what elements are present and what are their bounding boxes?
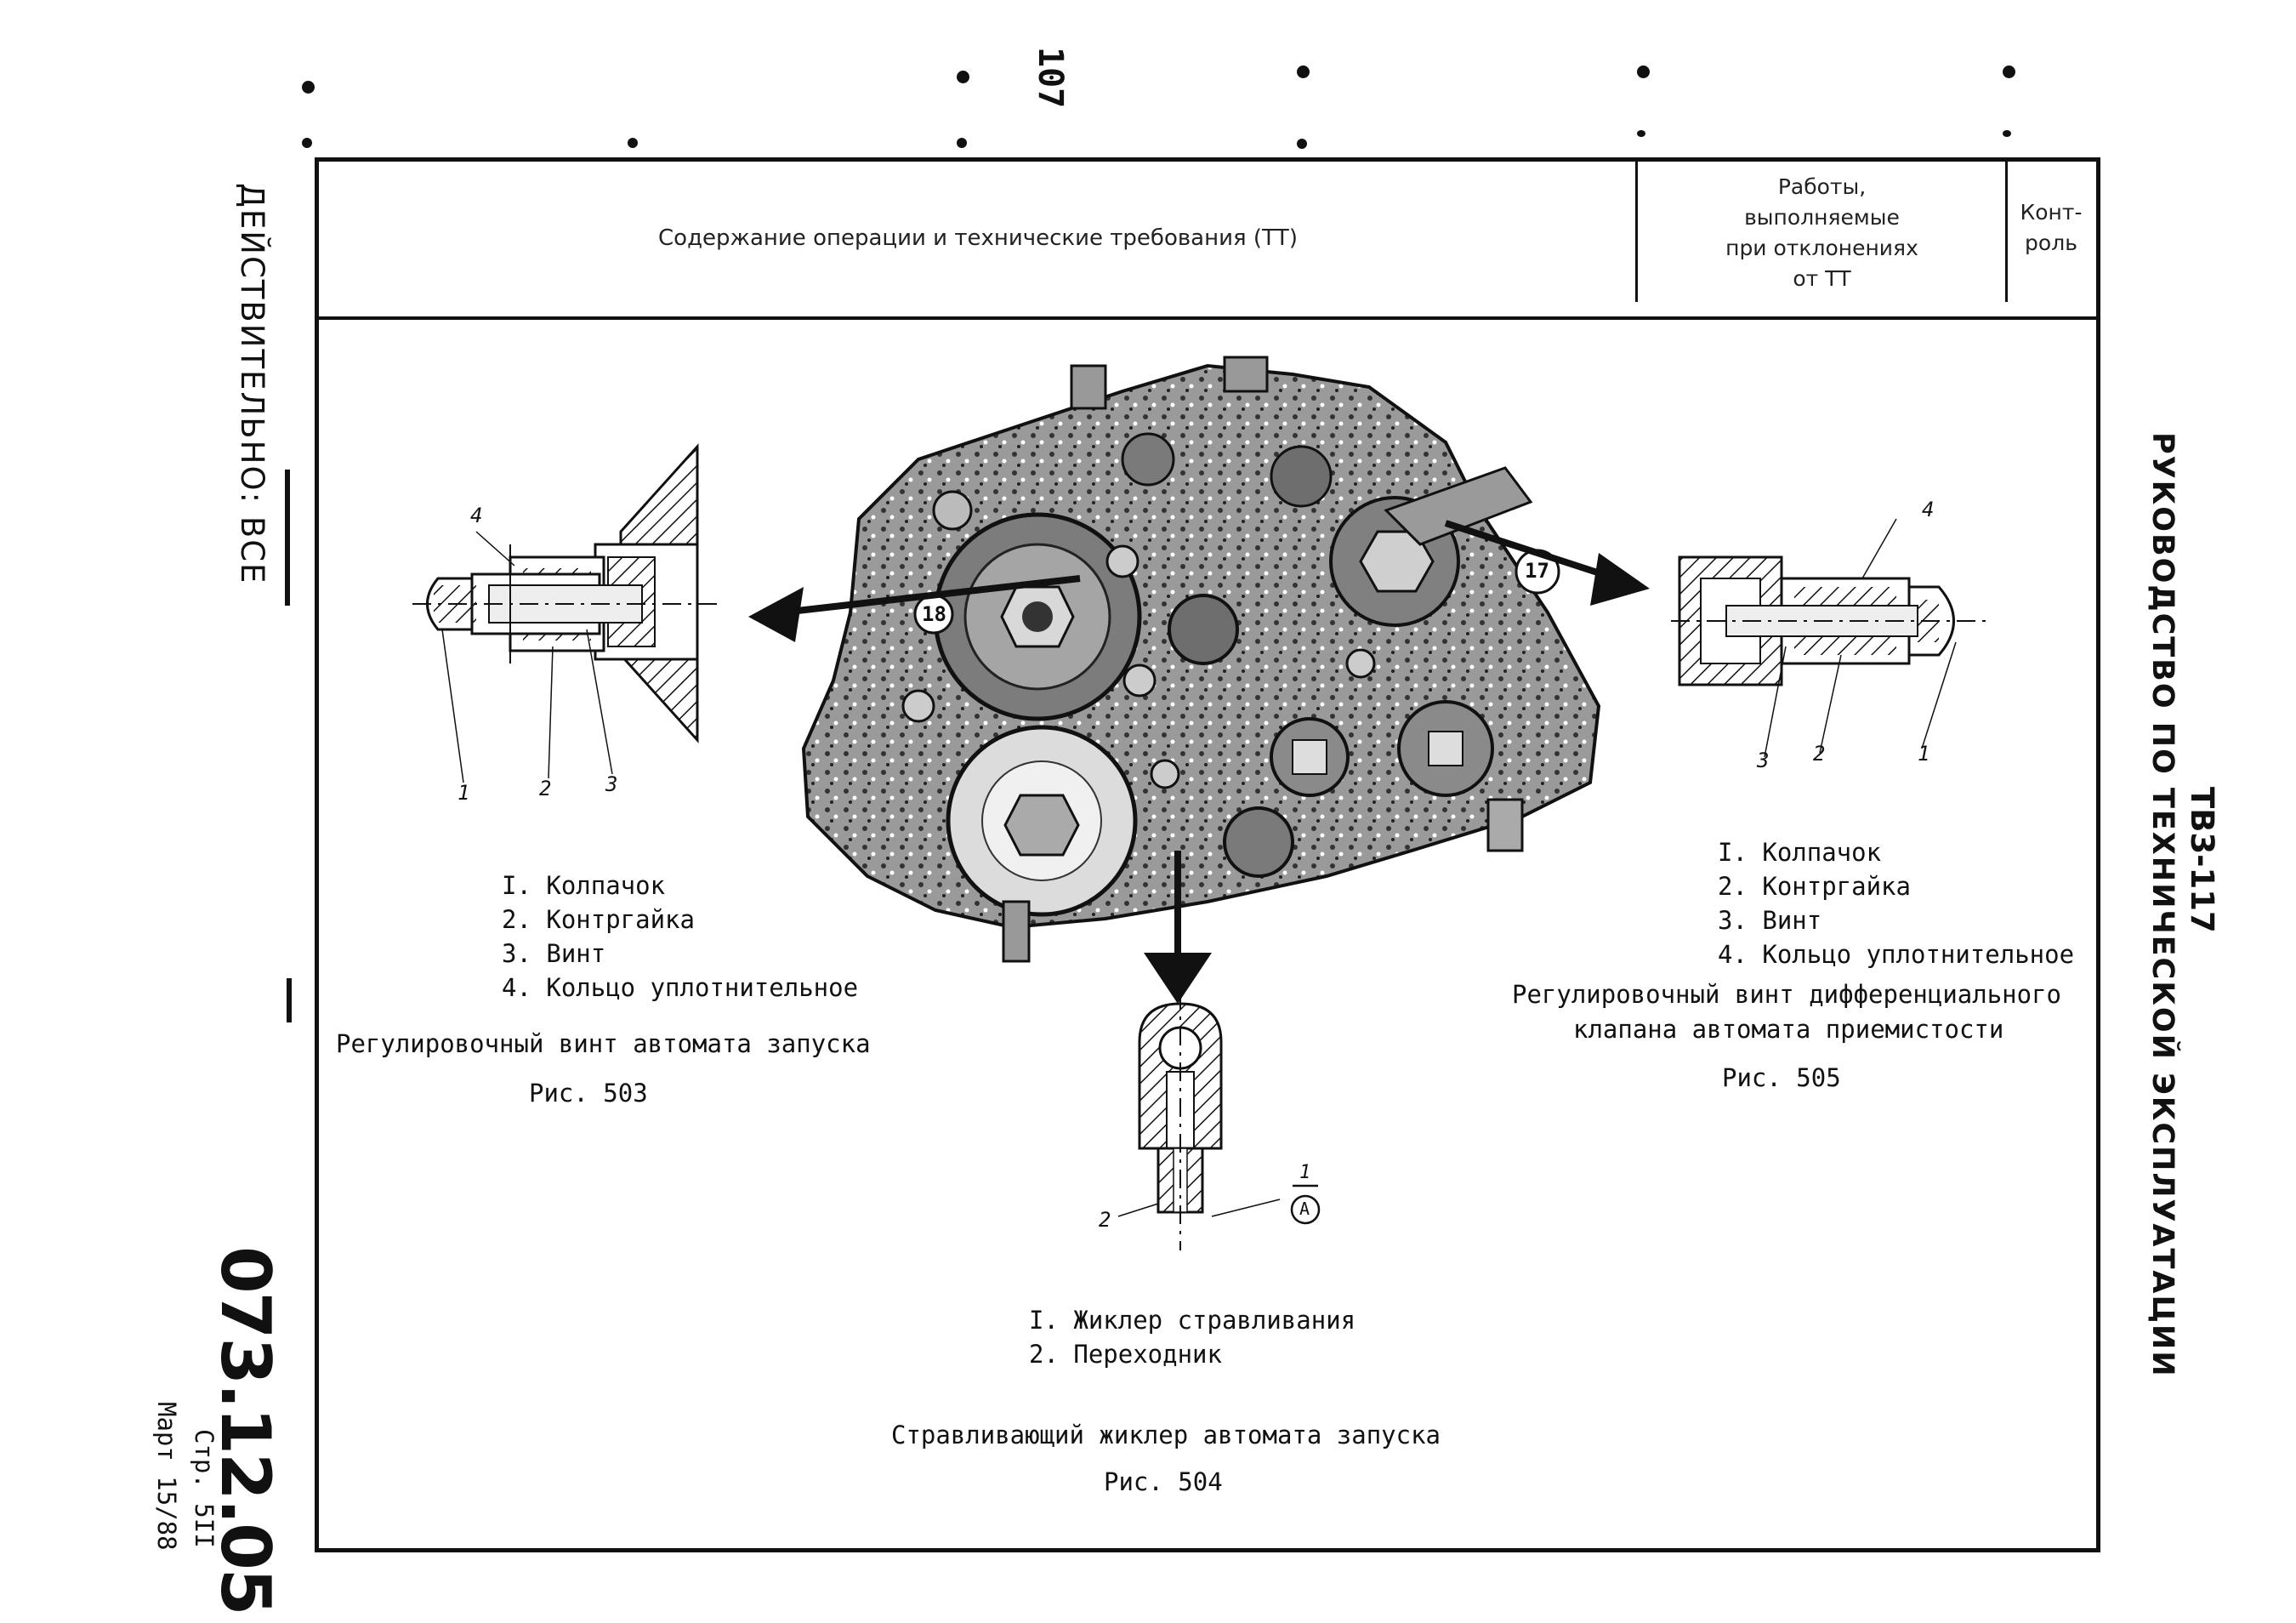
- unit-mark: 17: [1525, 559, 1549, 583]
- fig505-legend-item: 3. Винт: [1718, 906, 1822, 935]
- punch-hole: [1637, 65, 1650, 78]
- fig504-callout-a: A: [1299, 1199, 1310, 1219]
- header-works-line: Работы,: [1777, 174, 1867, 199]
- fig503-callout: 4: [470, 504, 483, 527]
- margin-bar: [285, 470, 290, 606]
- punch-hole: [957, 138, 967, 148]
- fig503-drawing: [412, 443, 723, 783]
- fig505-label: Рис. 505: [1722, 1063, 1841, 1092]
- fuel-control-unit-photo: [801, 356, 1601, 963]
- fig504-drawing: [1117, 991, 1321, 1250]
- header-col-divider: [2005, 157, 2008, 302]
- fig504-label: Рис. 504: [1104, 1467, 1223, 1496]
- fig505-legend-item: I. Колпачок: [1718, 838, 1882, 867]
- header-works-line: от ТТ: [1793, 266, 1851, 291]
- unit-mark: 18: [922, 602, 946, 626]
- fig504-callout: 1: [1299, 1162, 1311, 1183]
- punch-hole: [628, 138, 638, 148]
- fig503-legend-item: 3. Винт: [502, 939, 606, 968]
- fig505-legend-item: 4. Кольцо уплотнительное: [1718, 940, 2075, 969]
- header-divider: [315, 316, 2100, 320]
- page-frame: [315, 157, 2100, 1552]
- fig505-callout: 1: [1918, 742, 1930, 766]
- fig505-callout: 2: [1813, 742, 1826, 766]
- punch-hole: [2003, 130, 2011, 137]
- punch-hole: [957, 71, 969, 83]
- fig504-title: Стравливающий жиклер автомата запуска: [891, 1421, 1441, 1449]
- fig504-callout: 2: [1099, 1208, 1111, 1232]
- header-content-column: Содержание операции и технические требов…: [658, 225, 1298, 251]
- fig505-callout: 3: [1757, 749, 1770, 772]
- fig503-legend-item: 4. Кольцо уплотнительное: [502, 973, 859, 1002]
- header-works-column: Работы, выполняемые при отклонениях от Т…: [1641, 172, 2003, 294]
- fig504-legend-item: I. Жиклер стравливания: [1029, 1306, 1356, 1335]
- header-works-line: при отклонениях: [1725, 236, 1918, 260]
- fig505-legend-item: 2. Контргайка: [1718, 872, 1911, 901]
- fig505-drawing: [1671, 518, 1990, 758]
- punch-hole: [302, 138, 312, 148]
- fig505-callout: 4: [1922, 498, 1935, 521]
- fig503-callout: 2: [539, 777, 552, 800]
- header-control-line: Конт-: [2020, 200, 2083, 225]
- header-col-divider: [1635, 157, 1638, 302]
- punch-hole: [1637, 130, 1645, 137]
- fig505-title-line: клапана автомата приемистости: [1573, 1015, 2004, 1044]
- margin-bar: [287, 978, 292, 1022]
- punch-hole: [2003, 65, 2015, 78]
- header-control-column: Конт- роль: [2009, 197, 2094, 259]
- fig504-legend-item: 2. Переходник: [1029, 1340, 1222, 1369]
- punch-hole: [1297, 139, 1307, 149]
- fig503-callout: 3: [605, 772, 618, 796]
- fig503-label: Рис. 503: [529, 1079, 648, 1108]
- direction-arrows: [748, 520, 1650, 1004]
- fig503-callout: 1: [457, 781, 470, 805]
- header-control-line: роль: [2025, 231, 2077, 255]
- punch-hole: [1297, 65, 1310, 78]
- fig505-title-line: Регулировочный винт дифференциального: [1512, 980, 2062, 1009]
- fig503-title: Регулировочный винт автомата запуска: [336, 1029, 871, 1058]
- fig503-legend-item: I. Колпачок: [502, 871, 666, 900]
- header-works-line: выполняемые: [1744, 205, 1900, 230]
- fig503-legend-item: 2. Контргайка: [502, 905, 695, 934]
- punch-hole: [302, 81, 315, 94]
